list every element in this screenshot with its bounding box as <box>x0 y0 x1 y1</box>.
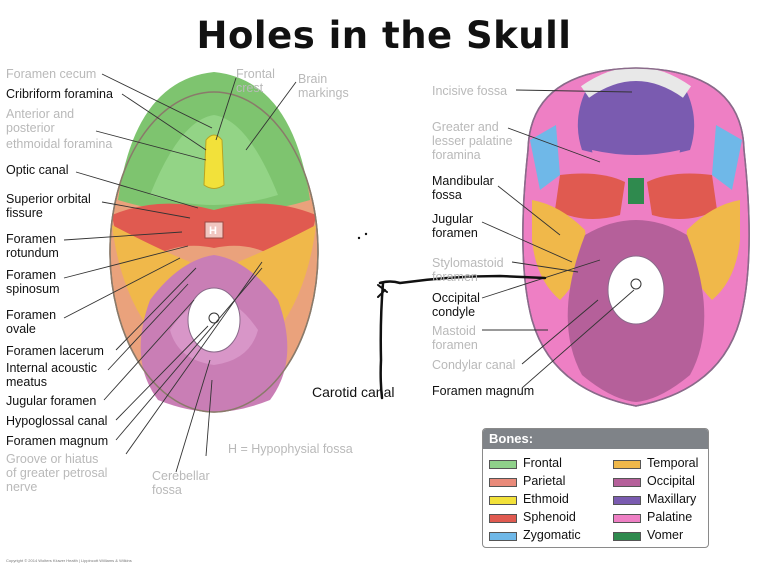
handwritten-annotation <box>357 232 547 400</box>
left-leader-lines <box>63 73 297 473</box>
annotation-carotid-canal: Carotid canal <box>312 384 395 400</box>
swatch-palatine <box>613 514 641 523</box>
swatch-maxillary <box>613 496 641 505</box>
legend-parietal: Parietal <box>523 474 566 488</box>
swatch-temporal <box>613 460 641 469</box>
label-groove-hiatus: Groove or hiatus of greater petrosal ner… <box>6 452 108 494</box>
skull-inferior-view <box>522 67 750 407</box>
swatch-occipital <box>613 478 641 487</box>
cranial-base-interior <box>109 72 319 413</box>
label-frontal-crest: Frontal crest <box>236 67 275 95</box>
label-internal-acoustic-meatus: Internal acoustic meatus <box>6 361 98 389</box>
label-foramen-ovale: Foramen ovale <box>6 308 57 336</box>
label-ethmoidal-foramina: ethmoidal foramina <box>6 137 113 151</box>
page-title: Holes in the Skull <box>196 14 572 57</box>
legend-palatine: Palatine <box>647 510 693 524</box>
label-brain-markings: Brain markings <box>298 72 349 100</box>
legend-vomer: Vomer <box>647 528 684 542</box>
label-jugular-foramen-right: Jugular foramen <box>432 212 478 240</box>
swatch-vomer <box>613 532 641 541</box>
hypophysial-marker: H <box>209 225 217 237</box>
label-stylomastoid-foramen: Stylomastoid foramen <box>432 256 504 284</box>
swatch-frontal <box>489 460 517 469</box>
label-foramen-lacerum: Foramen lacerum <box>6 344 104 358</box>
label-greater-lesser-palatine: Greater and lesser palatine foramina <box>432 120 513 162</box>
label-foramen-rotundum: Foramen rotundum <box>6 232 59 260</box>
label-optic-canal: Optic canal <box>6 163 69 177</box>
legend-maxillary: Maxillary <box>647 492 697 506</box>
swatch-ethmoid <box>489 496 517 505</box>
label-mandibular-fossa: Mandibular fossa <box>432 174 494 202</box>
label-foramen-magnum-right: Foramen magnum <box>432 384 535 398</box>
legend-occipital: Occipital <box>647 474 695 488</box>
label-foramen-cecum: Foramen cecum <box>6 67 97 81</box>
right-leader-lines <box>481 89 635 389</box>
label-jugular-foramen-left: Jugular foramen <box>6 394 97 408</box>
label-foramen-magnum-left: Foramen magnum <box>6 434 109 448</box>
legend-frontal: Frontal <box>523 456 562 470</box>
label-occipital-condyle: Occipital condyle <box>432 291 480 319</box>
label-anterior-posterior: Anterior and posterior <box>6 107 75 135</box>
legend-temporal: Temporal <box>647 456 699 470</box>
label-mastoid-foramen: Mastoid foramen <box>432 324 478 352</box>
label-condylar-canal: Condylar canal <box>432 358 516 372</box>
swatch-parietal <box>489 478 517 487</box>
label-hypoglossal-canal: Hypoglossal canal <box>6 414 108 428</box>
label-superior-orbital-fissure: Superior orbital fissure <box>6 192 91 220</box>
legend-ethmoid: Ethmoid <box>523 492 569 506</box>
legend-title: Bones: <box>483 429 708 449</box>
copyright-text: Copyright © 2014 Wolters Kluwer Health |… <box>6 558 132 563</box>
label-incisive-fossa: Incisive fossa <box>432 84 508 98</box>
legend-zygomatic: Zygomatic <box>523 528 581 542</box>
label-hypophysial-fossa: H = Hypophysial fossa <box>228 442 353 456</box>
swatch-zygomatic <box>489 532 517 541</box>
swatch-sphenoid <box>489 514 517 523</box>
legend-sphenoid: Sphenoid <box>523 510 576 524</box>
label-cerebellar-fossa: Cerebellar fossa <box>152 469 210 497</box>
label-foramen-spinosum: Foramen spinosum <box>6 268 60 296</box>
label-cribriform-foramina: Cribriform foramina <box>6 87 113 101</box>
bones-legend: Bones: Frontal Parietal Ethmoid Sphenoid… <box>482 428 709 548</box>
